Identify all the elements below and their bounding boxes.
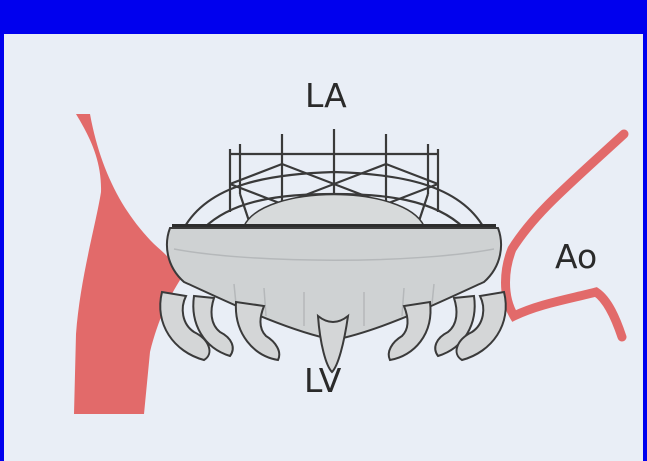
left-atrium-label: LA xyxy=(305,79,347,112)
aorta-wall xyxy=(506,134,625,337)
aorta-label: Ao xyxy=(555,240,597,273)
left-ventricle-label: LV xyxy=(304,364,341,397)
diagram-panel: LA LV Ao xyxy=(4,34,643,461)
left-heart-wall xyxy=(74,114,180,414)
